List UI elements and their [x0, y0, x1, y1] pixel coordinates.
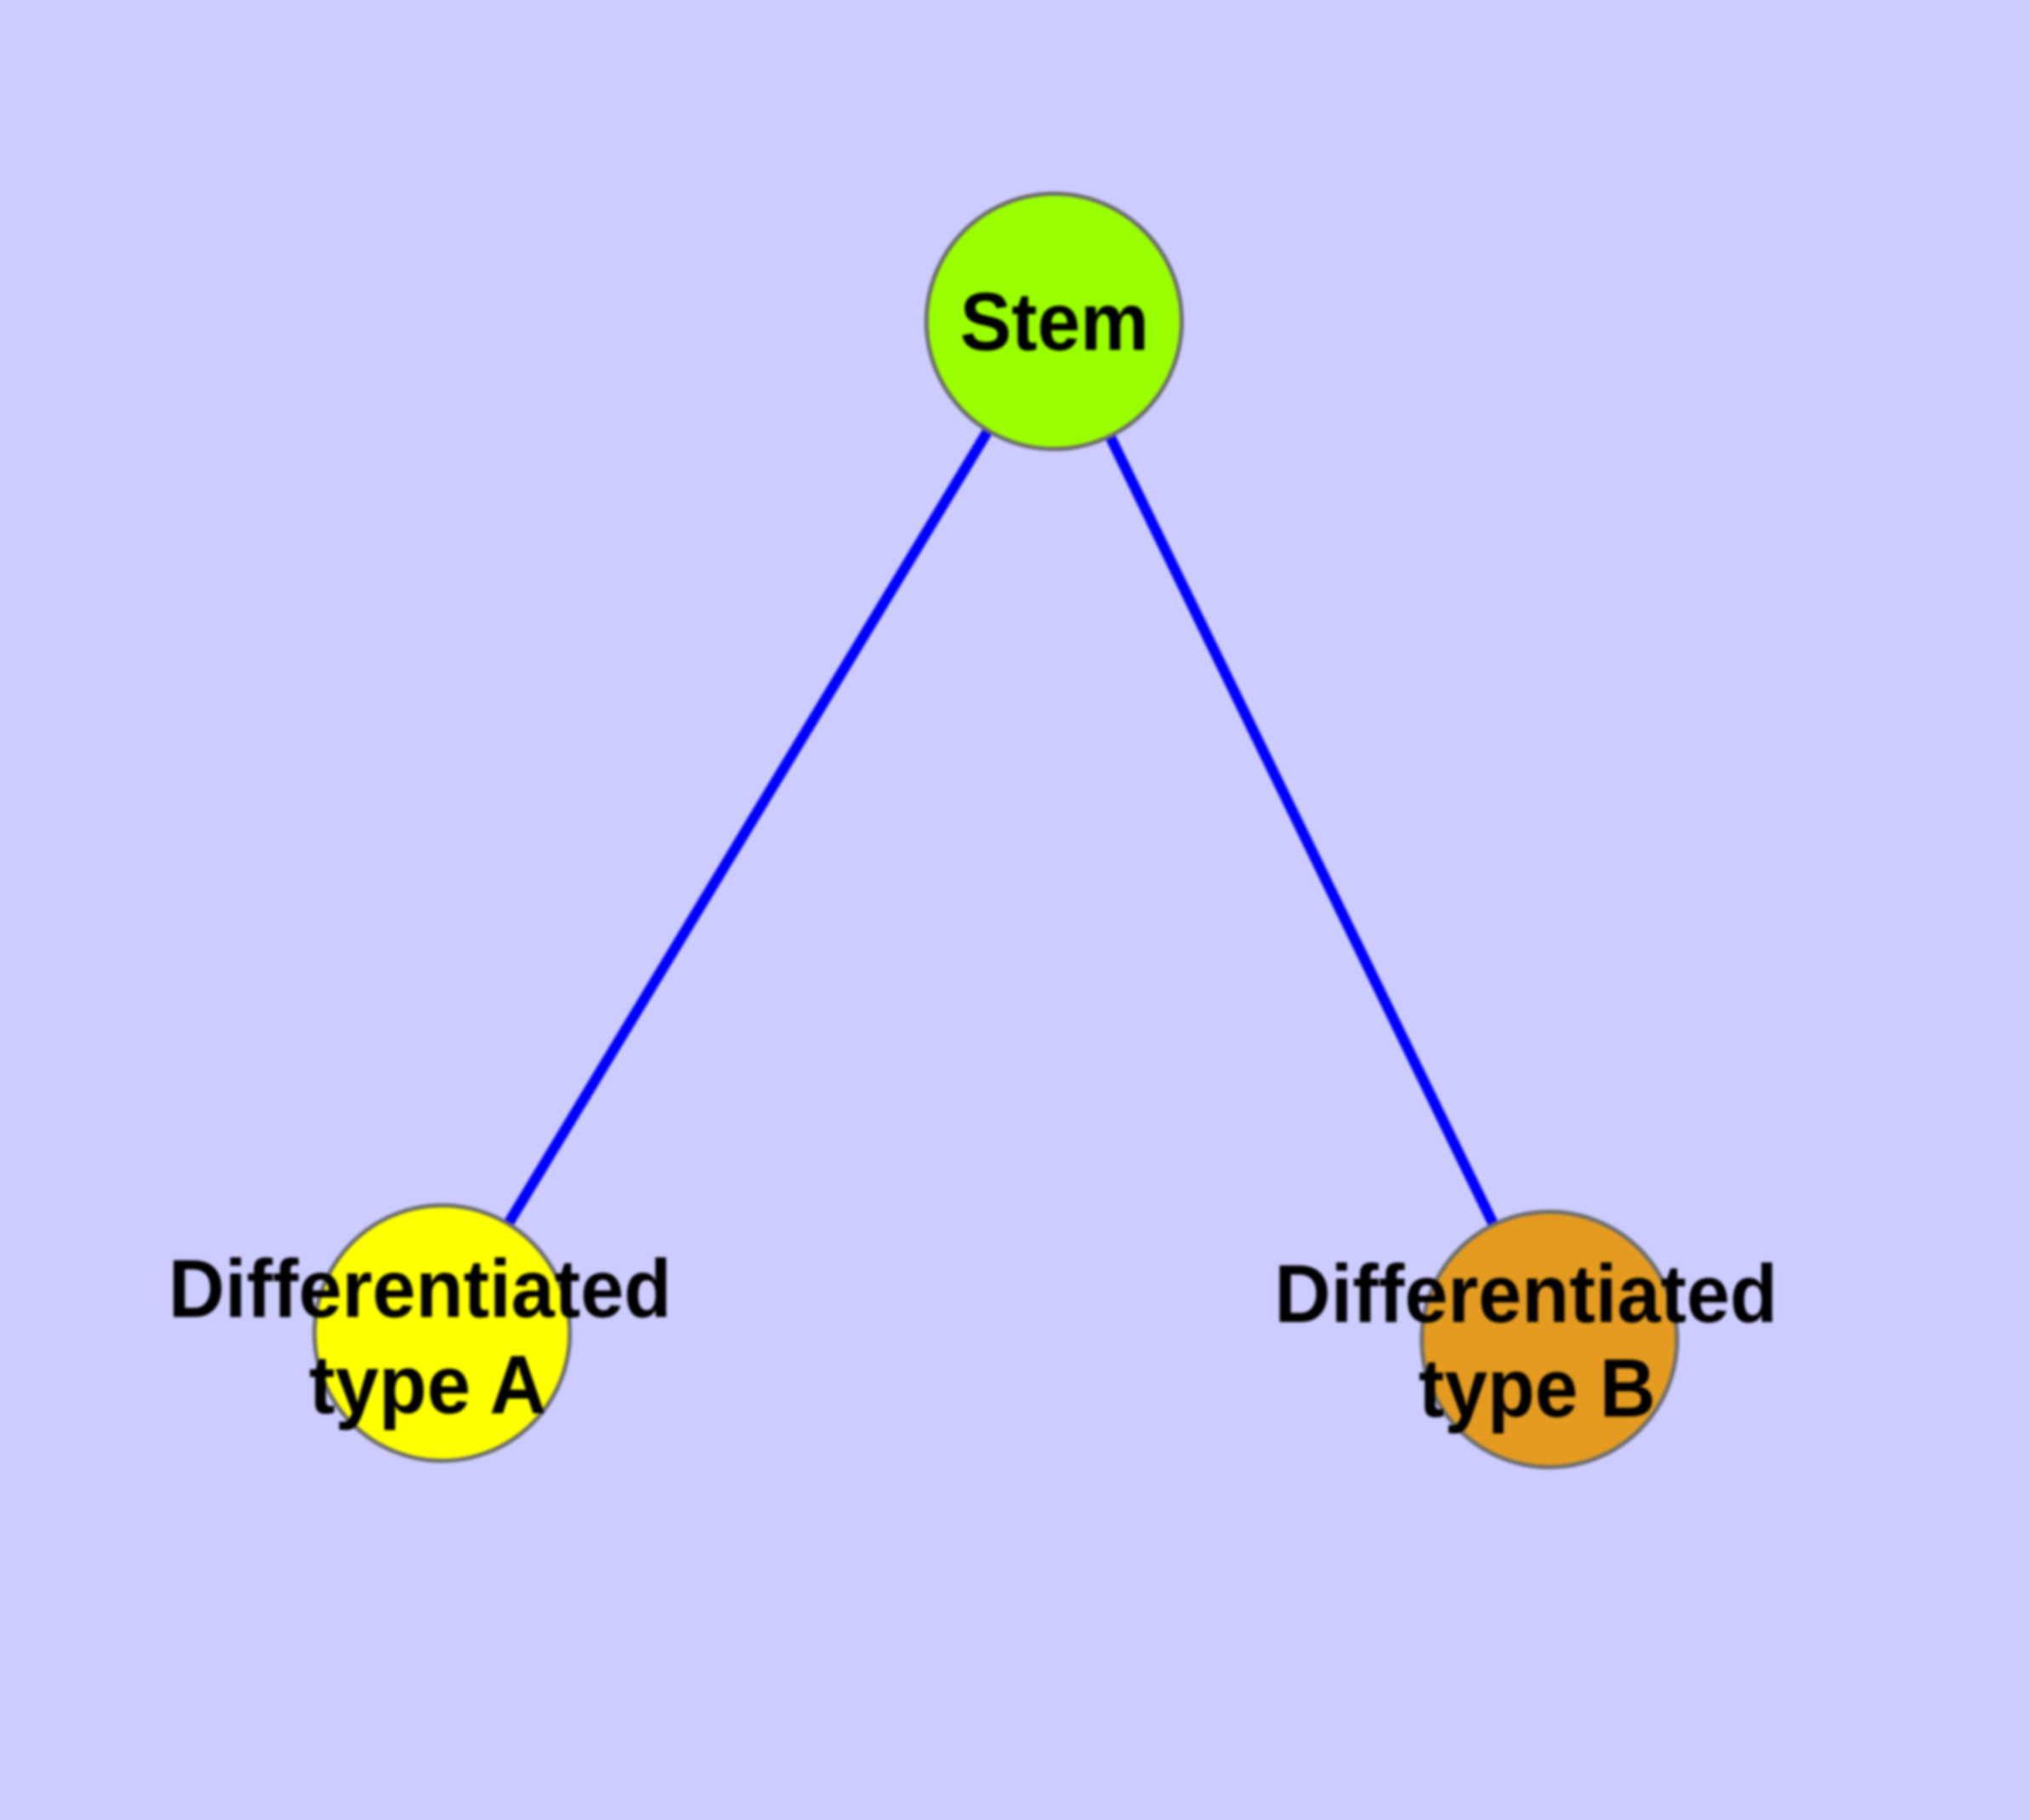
svg-text:type A: type A: [309, 1339, 546, 1432]
svg-text:Differentiated: Differentiated: [169, 1244, 672, 1336]
svg-text:Differentiated: Differentiated: [1274, 1249, 1777, 1341]
svg-text:type B: type B: [1419, 1342, 1656, 1434]
svg-text:Stem: Stem: [960, 275, 1149, 367]
